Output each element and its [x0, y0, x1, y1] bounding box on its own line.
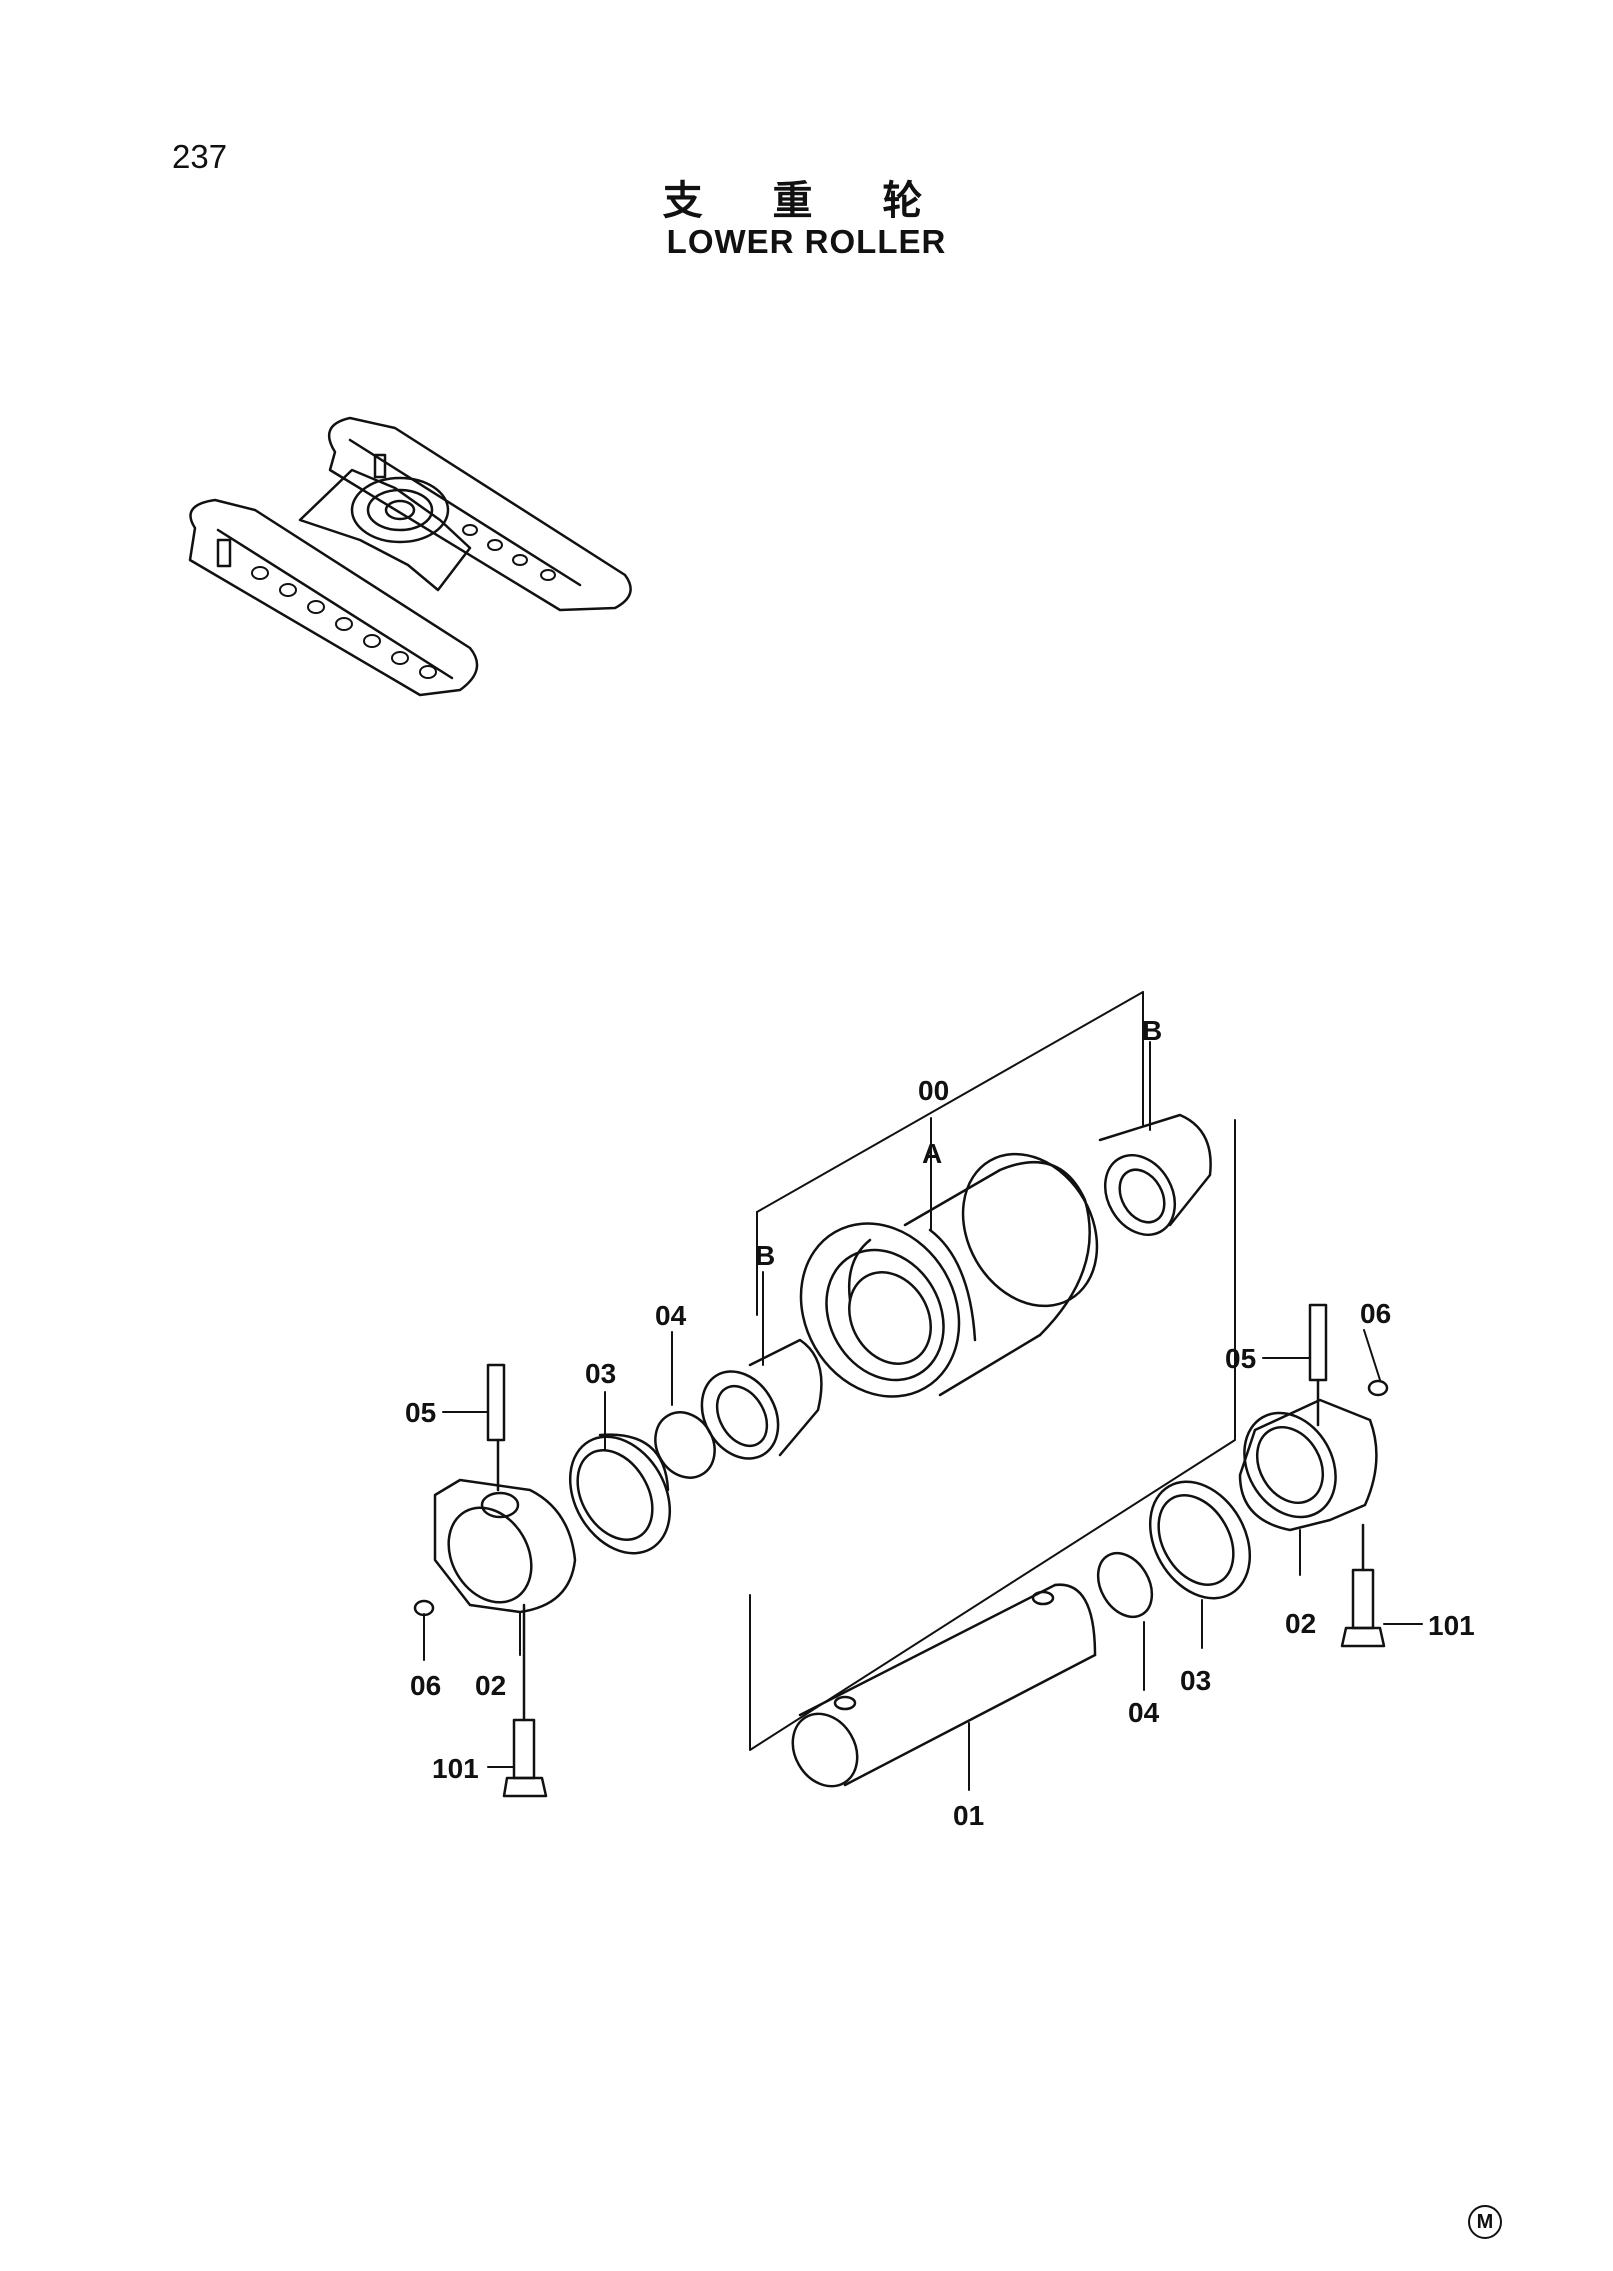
callout-03-right: 03 [1180, 1665, 1211, 1696]
callout-02-left: 02 [475, 1670, 506, 1701]
bushing-right [1098, 1113, 1212, 1236]
callout-06-left: 06 [410, 1670, 441, 1701]
callout-06-right: 06 [1360, 1298, 1391, 1329]
callout-04-left: 04 [655, 1300, 687, 1331]
callout-03-left: 03 [585, 1358, 616, 1389]
title-english: LOWER ROLLER [666, 223, 947, 260]
callout-B-left: B [755, 1240, 775, 1271]
collar-right [1238, 1398, 1378, 1532]
plug-right [1367, 1379, 1389, 1397]
callout-04-right: 04 [1128, 1697, 1160, 1728]
callout-101-left: 101 [432, 1753, 479, 1784]
bushing-left [700, 1338, 823, 1460]
callout-labels: 00 A B B 01 05 05 03 03 04 04 06 06 02 0… [405, 1015, 1475, 1831]
callout-02-right: 02 [1285, 1608, 1316, 1639]
leader-lines [423, 1041, 1423, 1791]
page-number: 237 [172, 138, 228, 175]
collar-left [433, 1478, 577, 1614]
pin-left [486, 1363, 506, 1492]
callout-00: 00 [918, 1075, 949, 1106]
callout-101-right: 101 [1428, 1610, 1475, 1641]
callout-05-right: 05 [1225, 1343, 1256, 1374]
assembly-bracket-lines [749, 991, 1236, 1751]
shaft [791, 1583, 1097, 1788]
roller-body [799, 1152, 1099, 1398]
callout-01: 01 [953, 1800, 984, 1831]
callout-05-left: 05 [405, 1397, 436, 1428]
bolt-left [502, 1603, 548, 1798]
plug-left [413, 1599, 435, 1617]
callout-A: A [922, 1138, 942, 1169]
pin-right [1308, 1303, 1328, 1427]
o-ring-right [1096, 1551, 1154, 1619]
o-ring-left [654, 1411, 716, 1479]
seal-left [568, 1433, 672, 1555]
undercarriage-thumbnail [188, 416, 632, 697]
maker-mark: M [1468, 2205, 1502, 2239]
title-chinese: 支 重 轮 [662, 178, 951, 224]
bolt-right [1340, 1523, 1386, 1648]
seal-right [1148, 1480, 1252, 1600]
callout-B-top: B [1142, 1015, 1162, 1046]
